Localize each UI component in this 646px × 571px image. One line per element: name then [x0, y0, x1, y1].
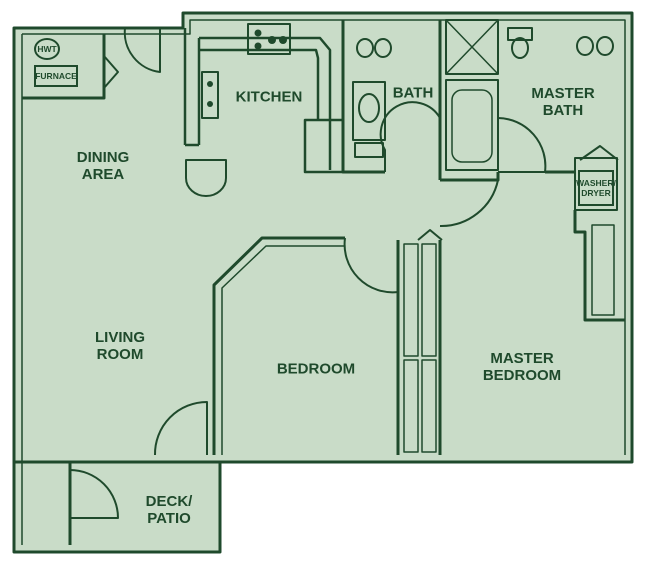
master-closet-shelf: [591, 224, 615, 316]
washer-dryer-roof: [579, 145, 619, 161]
linen-closet: [417, 229, 443, 241]
dining-label-1: DINING: [76, 148, 130, 166]
bathtub: [445, 79, 499, 171]
closet-master-wall: [573, 210, 625, 322]
master-toilet: [511, 37, 529, 59]
bedroom-closet-1: [403, 243, 419, 357]
room-label-master-bedroom: MASTER BEDROOM: [483, 350, 561, 385]
bedroom-closet-2: [403, 359, 419, 453]
bedroom-wall-inner: [221, 245, 345, 455]
bath-wall-left: [341, 20, 385, 174]
master-closet-2: [421, 359, 437, 453]
furnace-unit: FURNACE: [34, 65, 78, 87]
kitchen-label: KITCHEN: [235, 88, 303, 106]
kitchen-counter-top: [199, 36, 332, 170]
bedroom-label: BEDROOM: [276, 360, 356, 378]
bath-sink: [358, 93, 380, 123]
master-closet-1: [421, 243, 437, 357]
bath-label: BATH: [392, 84, 434, 102]
room-label-master-bath: MASTER BATH: [531, 85, 594, 120]
kitchen-counter-left: [183, 28, 201, 147]
washer-label: WASHER/: [576, 178, 616, 188]
bath-vanity: [352, 81, 386, 141]
hwt-tank: HWT: [34, 38, 60, 60]
entry-door: [123, 27, 161, 73]
room-label-living: LIVING ROOM: [95, 329, 145, 364]
master-sink-1: [576, 36, 594, 56]
stove-burner-2: [254, 42, 262, 50]
furnace-label: FURNACE: [35, 71, 77, 81]
bath-door: [379, 101, 441, 172]
bath-toilet: [374, 38, 392, 58]
shower: [445, 19, 499, 75]
washer-dryer-unit: WASHER/ DRYER: [576, 170, 616, 206]
hwt-label: HWT: [37, 44, 57, 54]
master-bedroom-label-2: BEDROOM: [482, 367, 562, 384]
utility-closet-door: [103, 55, 119, 89]
room-label-bedroom: BEDROOM: [277, 360, 355, 377]
washer-dryer-closet: [574, 157, 618, 211]
stove-burner-1: [254, 29, 262, 37]
master-sink-2: [596, 36, 614, 56]
floor-area: [14, 13, 632, 552]
master-bath-label-1: MASTER: [531, 84, 595, 102]
deck-storage-door: [69, 469, 119, 519]
master-bath-door: [497, 117, 547, 173]
bath-toilet-2: [356, 38, 374, 58]
bath-toilet-tank: [354, 142, 384, 158]
utility-closet-wall: [22, 34, 106, 100]
refrigerator: [185, 159, 227, 197]
kitchen-sink-drain-1: [207, 81, 213, 87]
stove-burner-4: [279, 36, 287, 44]
exterior-wall-inner: [21, 19, 626, 545]
room-label-deck: DECK/ PATIO: [146, 493, 193, 528]
exterior-wall: [12, 11, 634, 554]
deck-label-1: DECK/: [145, 492, 193, 510]
living-label-2: ROOM: [96, 346, 144, 363]
living-label-1: LIVING: [94, 328, 146, 346]
patio-door: [153, 401, 208, 456]
master-bath-label-2: BATH: [542, 102, 584, 119]
master-bedroom-label-1: MASTER: [490, 349, 554, 367]
room-label-kitchen: KITCHEN: [236, 88, 303, 105]
stove-burner-3: [268, 36, 276, 44]
deck-label-2: PATIO: [147, 510, 191, 527]
master-bedroom-door: [439, 179, 499, 228]
stove: [247, 23, 291, 55]
shower-x: [445, 19, 499, 75]
dining-label-2: AREA: [81, 166, 125, 183]
master-toilet-tank: [507, 27, 533, 41]
kitchen-sink: [201, 71, 219, 119]
dryer-label: DRYER: [581, 188, 611, 198]
bedroom-wall: [212, 236, 345, 455]
bedroom-door: [343, 237, 399, 294]
room-label-bath: BATH: [393, 84, 434, 101]
room-label-dining: DINING AREA: [77, 149, 130, 184]
kitchen-sink-drain-2: [207, 101, 213, 107]
bathtub-inner: [451, 89, 493, 163]
